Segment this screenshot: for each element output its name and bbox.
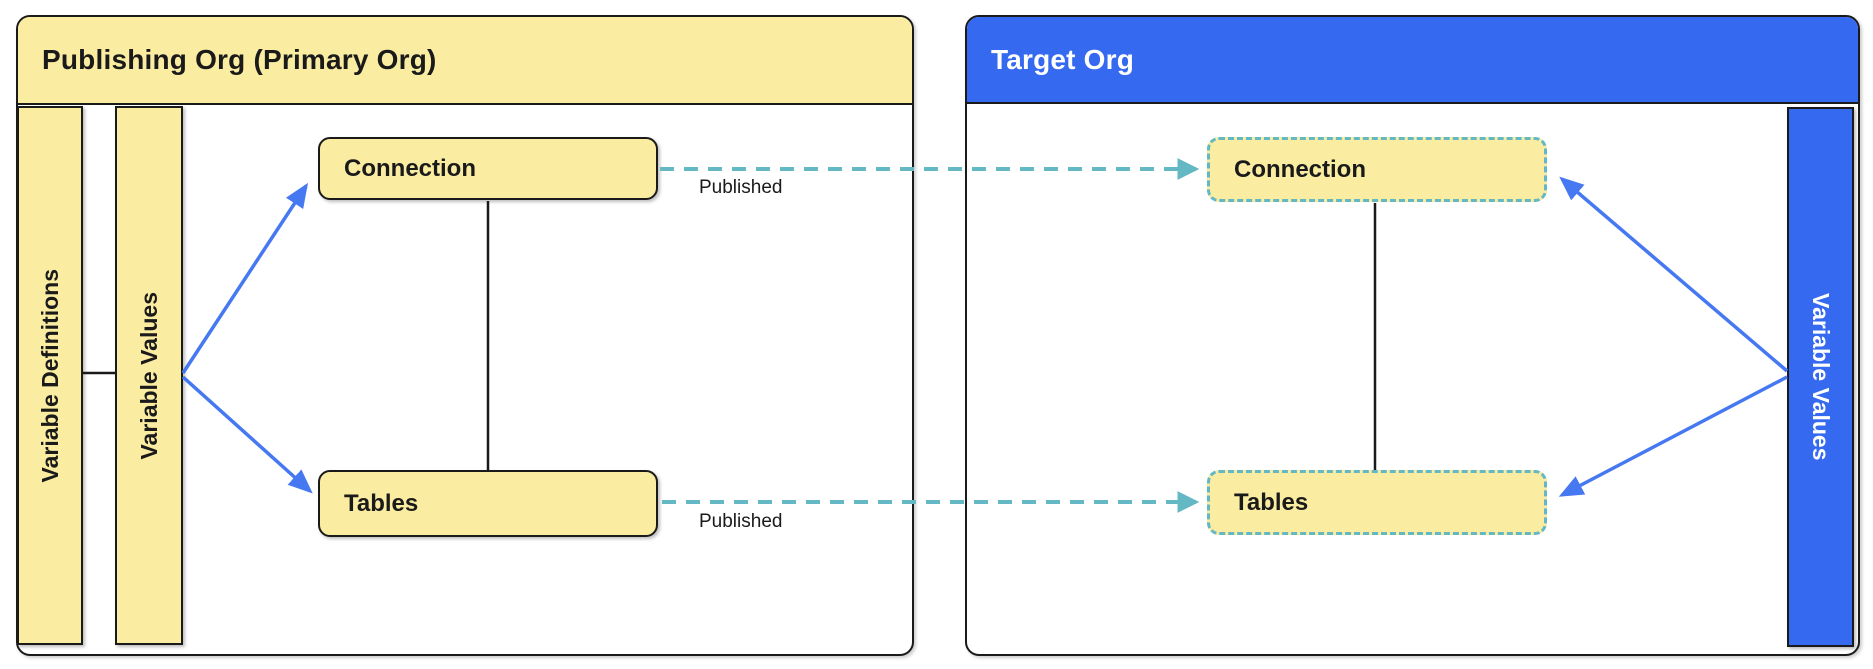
tables-node-publishing-label: Tables [344,489,419,517]
variable-values-label-publishing: Variable Values [135,291,162,460]
tables-node-target-label: Tables [1234,488,1309,516]
variable-values-bar-publishing: Variable Values [115,106,183,645]
connection-node-target-label: Connection [1234,155,1366,183]
publishing-org-header: Publishing Org (Primary Org) [18,17,912,105]
published-label-bottom: Published [699,511,783,532]
target-org-header: Target Org [967,17,1858,104]
connection-node-publishing: Connection [318,137,658,200]
variable-definitions-bar: Variable Definitions [17,106,83,645]
variable-values-label-target: Variable Values [1808,293,1834,461]
connection-node-target: Connection [1207,137,1547,202]
target-org-panel: Target Org [965,15,1860,656]
tables-node-target: Tables [1207,470,1547,535]
publishing-org-title: Publishing Org (Primary Org) [42,44,437,75]
variable-values-bar-target: Variable Values [1787,107,1854,647]
target-org-title: Target Org [991,43,1135,75]
published-label-top: Published [699,177,783,198]
variable-definitions-label: Variable Definitions [36,268,63,483]
tables-node-publishing: Tables [318,470,658,537]
connection-node-publishing-label: Connection [344,154,476,182]
